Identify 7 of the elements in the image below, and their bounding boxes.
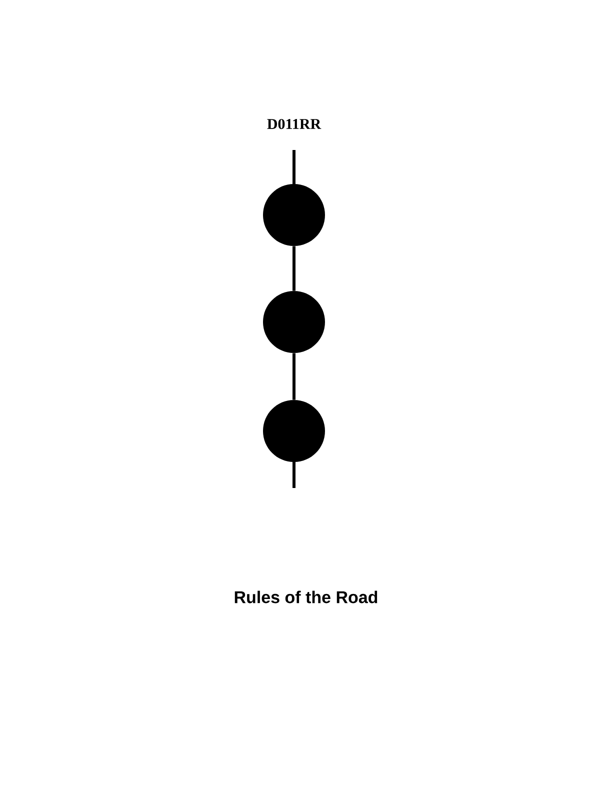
ball-shape xyxy=(263,184,325,246)
connecting-line xyxy=(292,246,296,291)
ball-shape xyxy=(263,400,325,462)
ball-shape xyxy=(263,291,325,353)
caption: Rules of the Road xyxy=(234,590,378,604)
connecting-line xyxy=(292,353,296,400)
title: D011RR xyxy=(267,118,322,130)
